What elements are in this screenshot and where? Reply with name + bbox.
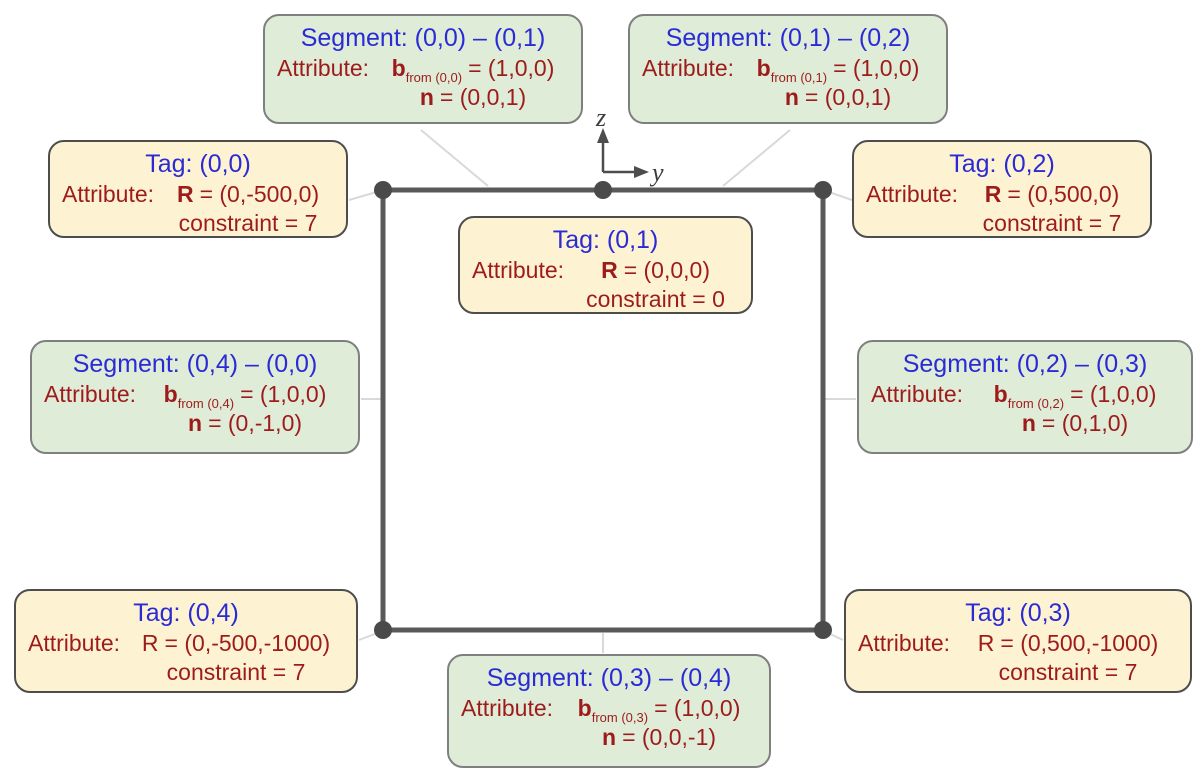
b-vector-value: bfrom (0,4)= (1,0,0) — [163, 381, 327, 411]
vertex-dot-00 — [374, 181, 392, 199]
tag-box-01: Tag: (0,1) Attribute: R= (0,0,0) constra… — [458, 216, 753, 314]
segment-title: Segment: (0,3) – (0,4) — [486, 664, 732, 692]
segment-title: Segment: (0,1) – (0,2) — [665, 24, 911, 52]
n-vector-value: n= (0,0,-1) — [602, 724, 717, 750]
tag-title: Tag: (0,4) — [133, 599, 239, 627]
segment-box-02-03: Segment: (0,2) – (0,3) Attribute: bfrom … — [857, 340, 1193, 454]
y-axis-label: y — [649, 158, 664, 187]
attribute-label: Attribute: — [642, 55, 735, 81]
vertex-dot-04 — [374, 621, 392, 639]
vertex-dot-01 — [594, 181, 612, 199]
tag-box-03: Tag: (0,3) Attribute: R= (0,500,-1000) c… — [844, 589, 1192, 693]
b-vector-value: bfrom (0,2)= (1,0,0) — [993, 381, 1157, 411]
tag-title: Tag: (0,3) — [965, 599, 1071, 627]
attribute-label: Attribute: — [44, 381, 137, 407]
segment-box-04-00: Segment: (0,4) – (0,0) Attribute: bfrom … — [30, 340, 360, 454]
tag-title: Tag: (0,0) — [145, 150, 251, 178]
segment-title: Segment: (0,4) – (0,0) — [72, 350, 318, 378]
vertex-dot-03 — [814, 621, 832, 639]
r-vector-value: R= (0,-500,-1000) — [141, 630, 331, 656]
segment-box-03-04: Segment: (0,3) – (0,4) Attribute: bfrom … — [447, 654, 771, 768]
r-vector-value: R= (0,500,0) — [984, 181, 1120, 207]
attribute-label: Attribute: — [277, 55, 370, 81]
n-vector-value: n= (0,1,0) — [1021, 410, 1129, 436]
connector-segment-01-02 — [722, 129, 791, 187]
attribute-label: Attribute: — [871, 381, 964, 407]
attribute-label: Attribute: — [62, 181, 155, 207]
tag-title: Tag: (0,2) — [949, 150, 1055, 178]
attribute-label: Attribute: — [866, 181, 959, 207]
z-axis-label: z — [595, 103, 606, 132]
constraint-value: constraint = 7 — [178, 210, 318, 236]
attribute-label: Attribute: — [28, 630, 121, 656]
b-vector-value: bfrom (0,1)= (1,0,0) — [756, 55, 920, 85]
y-axis-arrowhead — [634, 166, 649, 178]
tag-title: Tag: (0,1) — [552, 226, 659, 254]
r-vector-value: R= (0,500,-1000) — [977, 630, 1159, 656]
segment-title: Segment: (0,0) – (0,1) — [300, 24, 546, 52]
b-vector-value: bfrom (0,0)= (1,0,0) — [391, 55, 555, 85]
n-vector-value: n= (0,-1,0) — [188, 410, 303, 436]
tag-box-00: Tag: (0,0) Attribute: R= (0,-500,0) cons… — [48, 140, 348, 238]
vertex-dot-02 — [814, 181, 832, 199]
z-axis-arrowhead — [597, 128, 609, 143]
tag-box-04: Tag: (0,4) Attribute: R= (0,-500,-1000) … — [14, 589, 358, 693]
segment-box-00-01: Segment: (0,0) – (0,1) Attribute: bfrom … — [263, 14, 583, 124]
attribute-label: Attribute: — [858, 630, 951, 656]
constraint-value: constraint = 7 — [166, 659, 306, 685]
r-vector-value: R= (0,-500,0) — [176, 181, 320, 207]
b-vector-value: bfrom (0,3)= (1,0,0) — [577, 695, 741, 725]
segment-box-01-02: Segment: (0,1) – (0,2) Attribute: bfrom … — [628, 14, 948, 124]
attribute-label: Attribute: — [461, 695, 554, 721]
connector-segment-00-01 — [420, 129, 489, 187]
tag-box-02: Tag: (0,2) Attribute: R= (0,500,0) const… — [852, 140, 1152, 238]
constraint-value: constraint = 0 — [586, 286, 725, 312]
segment-title: Segment: (0,2) – (0,3) — [902, 350, 1148, 378]
n-vector-value: n= (0,0,1) — [419, 84, 527, 110]
r-vector-value: R= (0,0,0) — [601, 257, 710, 283]
attribute-label: Attribute: — [472, 257, 565, 283]
constraint-value: constraint = 7 — [982, 210, 1122, 236]
n-vector-value: n= (0,0,1) — [784, 84, 892, 110]
constraint-value: constraint = 7 — [998, 659, 1138, 685]
